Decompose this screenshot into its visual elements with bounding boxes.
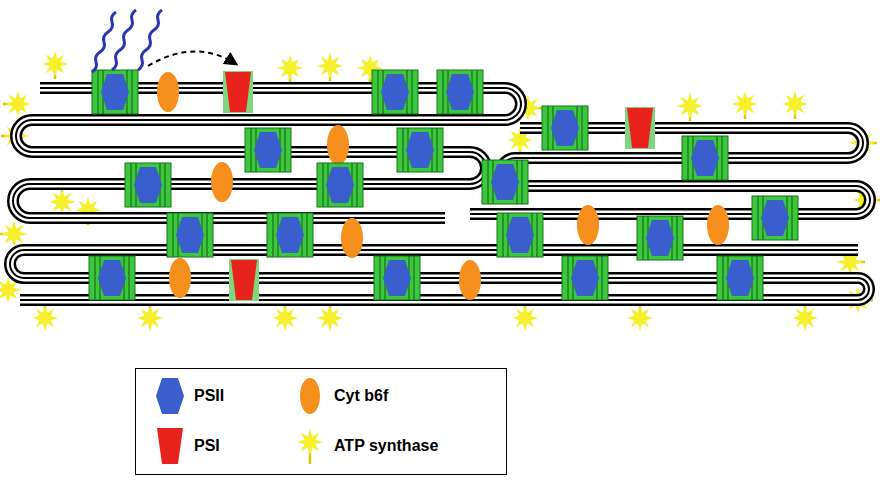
thylakoid-membranes bbox=[10, 88, 870, 300]
legend-swatch bbox=[154, 374, 186, 418]
legend-swatch bbox=[294, 374, 326, 418]
transfer-arrow bbox=[148, 51, 236, 66]
legend-label: PSI bbox=[194, 437, 220, 455]
legend-entry: PSII bbox=[154, 374, 224, 418]
photosystem-complexes bbox=[89, 70, 798, 301]
legend-entry: PSI bbox=[154, 424, 220, 468]
legend-label: ATP synthase bbox=[334, 437, 438, 455]
atp-synthase-group bbox=[0, 51, 880, 331]
legend-label: PSII bbox=[194, 387, 224, 405]
legend-label: Cyt b6f bbox=[334, 387, 388, 405]
legend-swatch bbox=[294, 424, 326, 468]
light-waves bbox=[92, 10, 162, 72]
legend-swatch bbox=[154, 424, 186, 468]
legend-entry: Cyt b6f bbox=[294, 374, 388, 418]
legend-entry: ATP synthase bbox=[294, 424, 438, 468]
legend: PSII Cyt b6fPSI ATP synthase bbox=[135, 368, 507, 475]
